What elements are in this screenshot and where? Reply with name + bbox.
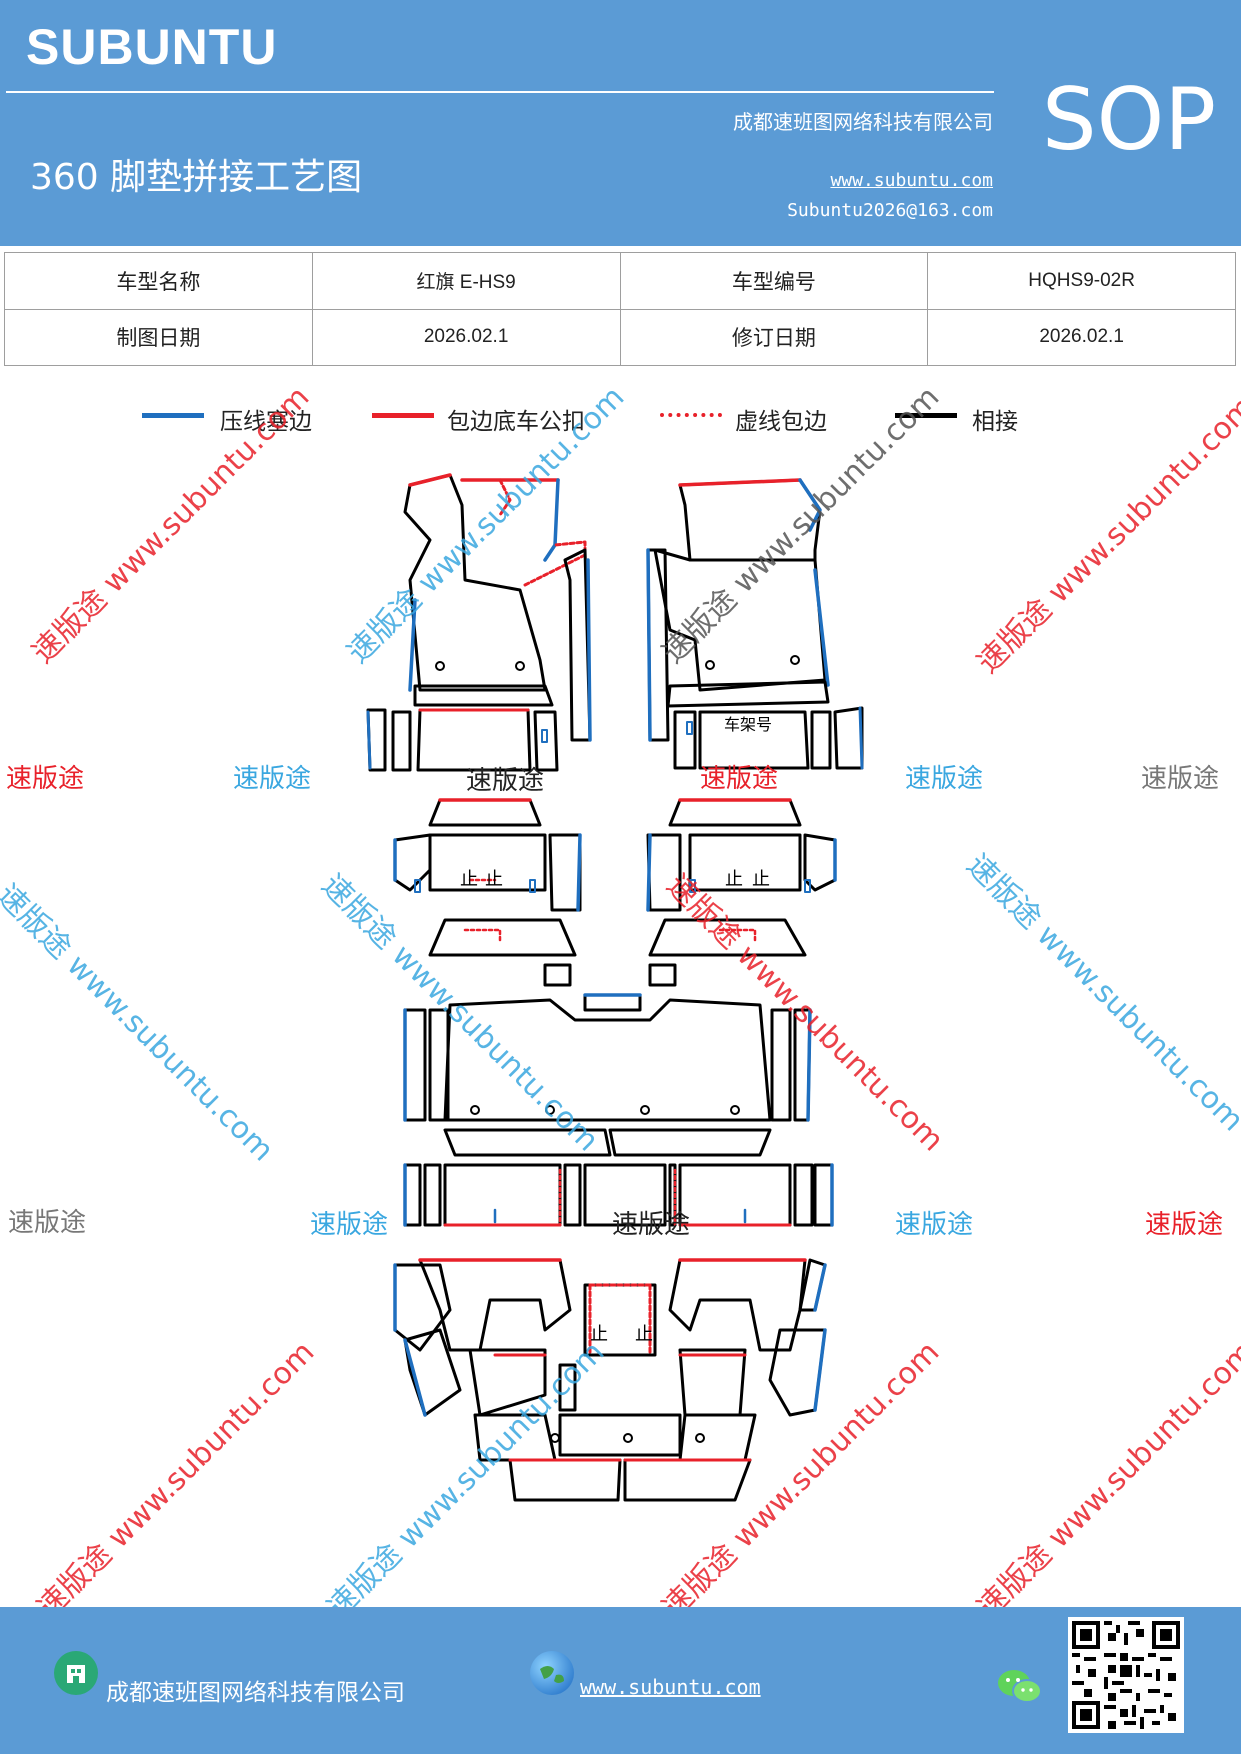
stop-mark: 止 xyxy=(590,1324,608,1345)
company-name: 成都速班图网络科技有限公司 xyxy=(733,110,993,134)
watermark: 速版途 xyxy=(466,766,545,796)
globe-icon xyxy=(530,1651,574,1695)
watermark: 速版途 xyxy=(905,764,984,794)
stop-mark: 止 xyxy=(460,869,478,890)
footer-banner: 成都速班图网络科技有限公司 www.subuntu.com xyxy=(0,1607,1241,1754)
stop-mark: 止 xyxy=(725,869,743,890)
watermark: 速版途 xyxy=(700,764,779,794)
email-address: Subuntu2026@163.com xyxy=(787,200,993,221)
rear-row-mat: 止 止 xyxy=(393,1258,827,1502)
mid-left-mat: 止 止 xyxy=(393,798,582,957)
front-left-mat xyxy=(366,473,592,772)
stop-mark: 止 xyxy=(485,869,503,890)
watermark: 速版途 xyxy=(1145,1210,1224,1240)
legend: 压线塞边 包边底车公扣 虚线包边 相接 xyxy=(0,400,1241,440)
watermark: 速版途 xyxy=(233,764,312,794)
legend-swatch-red xyxy=(372,413,434,418)
qr-code xyxy=(1068,1617,1184,1733)
vehicle-info-table: 车型名称 红旗 E-HS9 车型编号 HQHS9-02R 制图日期 2026.0… xyxy=(4,252,1236,366)
table-row: 制图日期 2026.02.1 修订日期 2026.02.1 xyxy=(4,308,1236,366)
stop-mark: 止 xyxy=(635,1324,653,1345)
mid-right-mat: 止 止 xyxy=(646,798,837,957)
legend-label: 包边底车公扣 xyxy=(447,409,585,435)
draw-date-label: 制图日期 xyxy=(4,308,313,366)
second-row-mat xyxy=(403,963,834,1227)
legend-swatch-black xyxy=(895,413,957,418)
header-divider xyxy=(6,91,994,93)
watermark: 速版途 xyxy=(6,764,85,794)
floor-mat-diagram: 车架号 止 止 止 止 xyxy=(366,473,864,1502)
stop-mark: 止 xyxy=(752,869,770,890)
model-code-label: 车型编号 xyxy=(619,252,929,310)
legend-swatch-blue xyxy=(142,413,204,418)
footer-company-name: 成都速班图网络科技有限公司 xyxy=(106,1680,405,1706)
model-code-value: HQHS9-02R xyxy=(927,252,1236,310)
legend-label: 相接 xyxy=(972,409,1018,435)
model-name-value: 红旗 E-HS9 xyxy=(311,252,621,310)
draw-date-value: 2026.02.1 xyxy=(311,308,621,366)
footer-website-link[interactable]: www.subuntu.com xyxy=(580,1675,761,1699)
website-link[interactable]: www.subuntu.com xyxy=(830,170,993,191)
vin-label: 车架号 xyxy=(724,715,772,734)
brand-logo: SUBUNTU xyxy=(26,19,278,75)
legend-swatch-red-dotted xyxy=(660,413,722,417)
front-right-mat: 车架号 xyxy=(646,478,864,770)
watermark: 速版途 xyxy=(895,1210,974,1240)
revision-date-value: 2026.02.1 xyxy=(927,308,1236,366)
company-icon xyxy=(54,1651,98,1695)
sop-badge: SOP xyxy=(1042,70,1217,170)
wechat-icon[interactable] xyxy=(996,1667,1044,1711)
header-banner: SUBUNTU 360 脚垫拼接工艺图 成都速班图网络科技有限公司 www.su… xyxy=(0,0,1241,246)
watermark: 速版途 xyxy=(8,1208,87,1238)
revision-date-label: 修订日期 xyxy=(619,308,929,366)
document-title: 360 脚垫拼接工艺图 xyxy=(30,157,363,198)
model-name-label: 车型名称 xyxy=(4,252,313,310)
legend-label: 虚线包边 xyxy=(735,409,827,435)
watermark: 速版途 xyxy=(310,1210,389,1240)
legend-label: 压线塞边 xyxy=(220,409,312,435)
table-row: 车型名称 红旗 E-HS9 车型编号 HQHS9-02R xyxy=(4,252,1236,310)
watermark: 速版途 xyxy=(612,1210,691,1240)
watermark: 速版途 xyxy=(1141,764,1220,794)
